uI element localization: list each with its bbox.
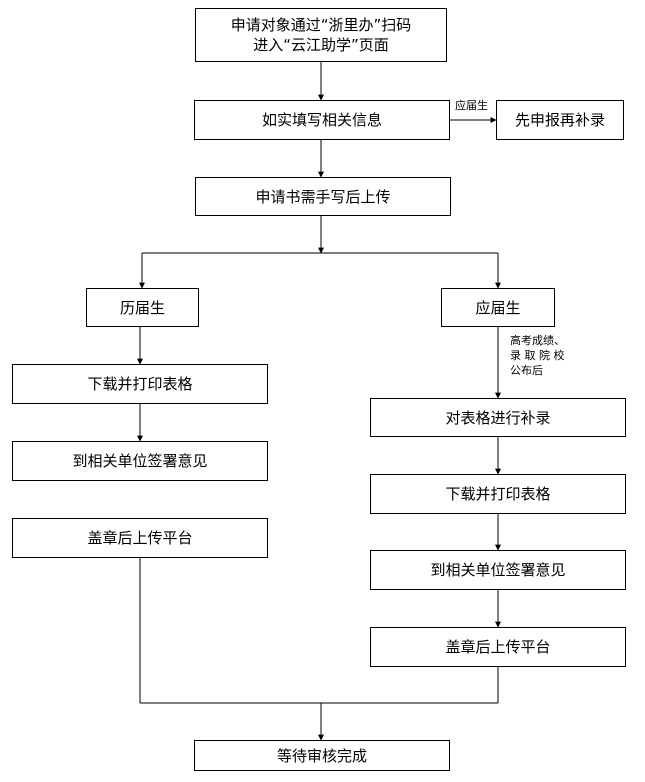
past-stamp-upload-label: 盖章后上传平台 xyxy=(87,529,193,547)
apply-first-note: 应届生 xyxy=(455,99,488,112)
past-grad-label: 历届生 xyxy=(119,298,165,317)
current-stamp-upload-box: 盖章后上传平台 xyxy=(370,627,626,667)
apply-first-label: 先申报再补录 xyxy=(514,111,605,129)
current-download-label: 下载并打印表格 xyxy=(445,485,551,503)
fill-info-box: 如实填写相关信息 xyxy=(194,100,450,140)
past-sign-label: 到相关单位签署意见 xyxy=(72,452,208,470)
fill-info-label: 如实填写相关信息 xyxy=(261,111,382,129)
end-label: 等待审核完成 xyxy=(276,746,367,765)
past-grad-box: 历届生 xyxy=(86,288,199,327)
handwrite-upload-label: 申请书需手写后上传 xyxy=(255,187,391,206)
current-sign-label: 到相关单位签署意见 xyxy=(430,561,566,579)
current-grad-note-line-3: 公布后 xyxy=(510,364,543,377)
past-stamp-upload-box: 盖章后上传平台 xyxy=(12,518,268,558)
current-grad-note-line-2: 录 取 院 校 xyxy=(510,349,565,362)
start-line-1: 申请对象通过“浙里办”扫码 xyxy=(230,16,412,34)
current-grad-note: 高考成绩、 录 取 院 校 公布后 xyxy=(510,333,565,378)
past-download-label: 下载并打印表格 xyxy=(87,375,193,393)
current-supplement-box: 对表格进行补录 xyxy=(370,398,626,437)
current-stamp-upload-label: 盖章后上传平台 xyxy=(445,638,551,656)
end-box: 等待审核完成 xyxy=(194,740,450,771)
current-grad-note-line-1: 高考成绩、 xyxy=(510,334,565,347)
past-sign-box: 到相关单位签署意见 xyxy=(12,441,268,481)
start-line-2: 进入“云江助学”页面 xyxy=(253,36,389,54)
past-download-box: 下载并打印表格 xyxy=(12,364,268,404)
current-supplement-label: 对表格进行补录 xyxy=(445,408,551,427)
current-grad-label: 应届生 xyxy=(475,298,521,317)
apply-first-box: 先申报再补录 xyxy=(496,100,624,140)
handwrite-upload-box: 申请书需手写后上传 xyxy=(195,177,451,216)
current-sign-box: 到相关单位签署意见 xyxy=(370,550,626,590)
current-grad-box: 应届生 xyxy=(441,288,555,327)
start-box: 申请对象通过“浙里办”扫码 进入“云江助学”页面 xyxy=(195,8,447,62)
current-download-box: 下载并打印表格 xyxy=(370,474,626,514)
